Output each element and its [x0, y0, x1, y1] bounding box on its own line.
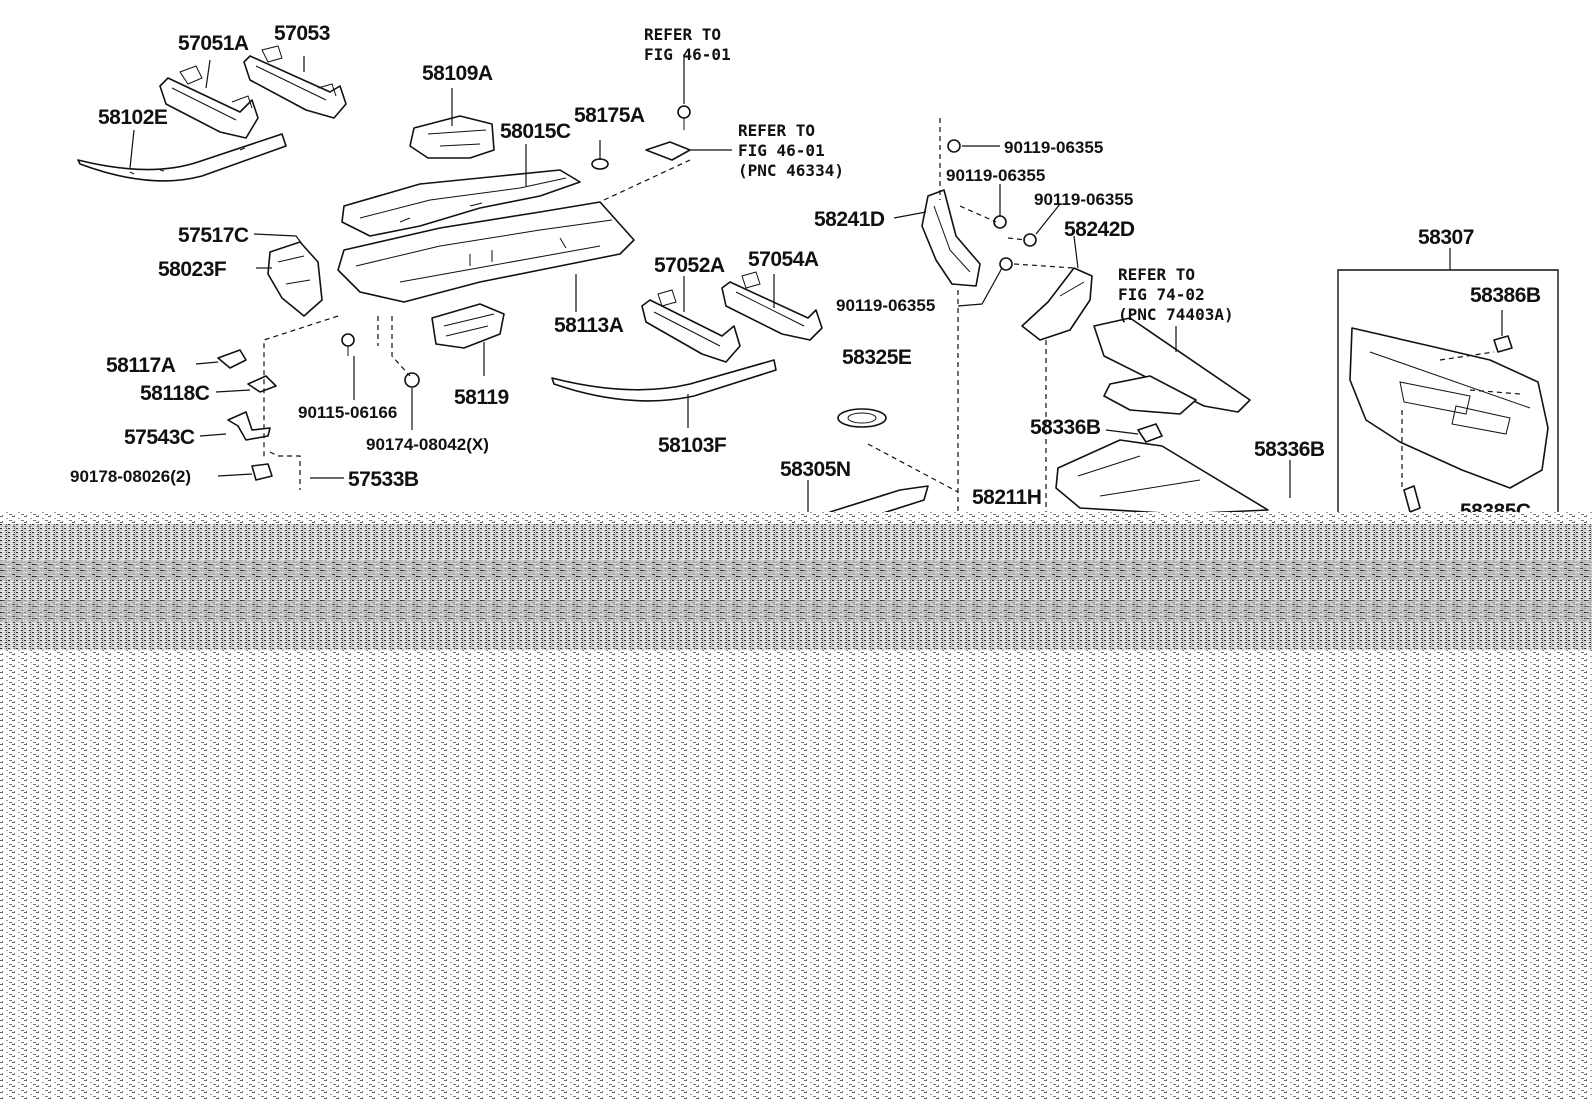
part-refer-bolt	[645, 105, 691, 161]
label-57517C: 57517C	[178, 224, 249, 247]
part-90174-nut	[404, 372, 420, 388]
part-58015C-member	[341, 169, 581, 237]
label-58102E: 58102E	[98, 106, 168, 129]
label-57053: 57053	[274, 22, 330, 45]
part-57543C	[227, 411, 271, 441]
ref-fig-46-01-line2: FIG 46-01	[644, 45, 731, 64]
label-58336B-b: 58336B	[1254, 438, 1325, 461]
part-58241D-pillar	[921, 189, 981, 287]
part-58023F-bracket	[267, 241, 323, 317]
label-58015C: 58015C	[500, 120, 571, 143]
group-58307-box	[1337, 269, 1559, 520]
part-58325E-plug	[837, 408, 887, 428]
label-90119-06355-d: 90119-06355	[836, 296, 935, 315]
label-58109A: 58109A	[422, 62, 493, 85]
part-58103F-strip	[551, 359, 777, 402]
label-58307: 58307	[1418, 226, 1474, 249]
label-57543C: 57543C	[124, 426, 195, 449]
label-58119: 58119	[454, 386, 509, 409]
part-58175A	[591, 158, 609, 170]
part-58118C	[247, 375, 277, 393]
label-58325E: 58325E	[842, 346, 912, 369]
label-58241D: 58241D	[814, 208, 885, 231]
label-58386B: 58386B	[1470, 284, 1541, 307]
label-90119-06355-a: 90119-06355	[1004, 138, 1103, 157]
ref-fig-46-01-line1: REFER TO	[644, 25, 721, 44]
label-90119-06355-c: 90119-06355	[1034, 190, 1133, 209]
label-57054A: 57054A	[748, 248, 819, 271]
part-74403A-tray	[1093, 317, 1251, 415]
label-90174-08042: 90174-08042(X)	[366, 435, 489, 454]
part-57052A-rail	[641, 289, 741, 363]
part-90119-bolts	[947, 139, 1037, 271]
part-57053-rail	[243, 45, 347, 119]
part-58119-insulator	[431, 303, 505, 349]
ref-pnc-46334-line2: FIG 46-01	[738, 141, 825, 160]
label-90115-06166: 90115-06166	[298, 403, 397, 422]
label-57533B: 57533B	[348, 468, 419, 491]
label-90119-06355-b: 90119-06355	[946, 166, 1045, 185]
part-90178-nut	[251, 463, 273, 481]
corrupted-image-region	[0, 512, 1592, 1099]
part-58102E-strip	[77, 133, 287, 182]
label-57052A: 57052A	[654, 254, 725, 277]
leader-lines	[129, 54, 1503, 516]
ref-pnc-46334-line1: REFER TO	[738, 121, 815, 140]
part-90115-bolt	[341, 333, 355, 356]
ref-pnc-74403A-line1: REFER TO	[1118, 265, 1195, 284]
label-90178-08026: 90178-08026(2)	[70, 467, 191, 486]
label-58242D: 58242D	[1064, 218, 1135, 241]
ref-pnc-74403A-line3: (PNC 74403A)	[1118, 305, 1234, 324]
label-58211H: 58211H	[972, 486, 1041, 509]
label-58118C: 58118C	[140, 382, 210, 405]
ref-pnc-74403A-line2: FIG 74-02	[1118, 285, 1205, 304]
part-58242D-bracket	[1021, 267, 1093, 341]
part-58109A-cover	[409, 115, 495, 159]
reference-notes: REFER TO FIG 46-01 REFER TO FIG 46-01 (P…	[644, 25, 1234, 324]
label-58305N: 58305N	[780, 458, 851, 481]
part-57054A-rail	[721, 271, 823, 341]
label-58336B-a: 58336B	[1030, 416, 1101, 439]
label-58117A: 58117A	[106, 354, 176, 377]
label-58113A: 58113A	[554, 314, 624, 337]
part-labels: 57051A 57053 58102E 58109A 58015C 58175A…	[70, 22, 1541, 523]
label-58175A: 58175A	[574, 104, 645, 127]
dashed-lines	[263, 118, 1521, 516]
label-58103F: 58103F	[658, 434, 727, 457]
part-57051A-rail	[159, 65, 259, 139]
ref-pnc-46334-line3: (PNC 46334)	[738, 161, 844, 180]
part-58117A	[217, 349, 247, 369]
part-58113A-floor-panel	[337, 201, 635, 303]
label-57051A: 57051A	[178, 32, 249, 55]
part-57517C-clip	[253, 233, 303, 245]
label-58023F: 58023F	[158, 258, 227, 281]
